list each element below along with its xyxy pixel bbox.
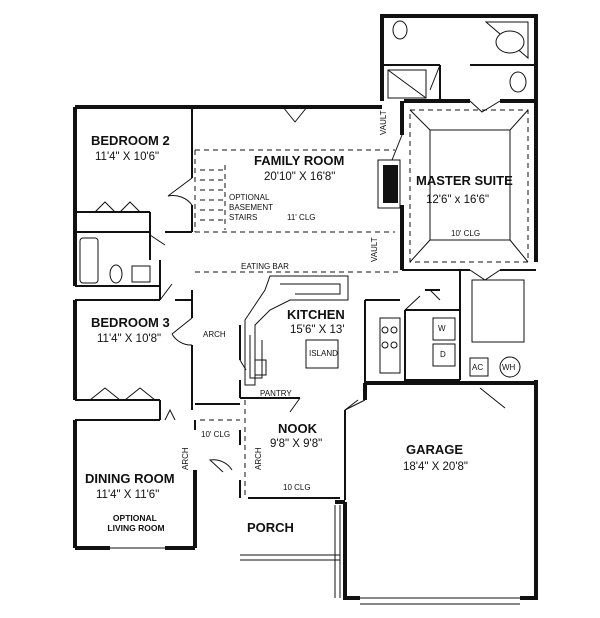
clg-10-master-note: 10' CLG	[451, 229, 480, 238]
vault-family-note: VAULT	[379, 110, 388, 135]
stairs-note: STAIRS	[229, 213, 257, 222]
island-note: ISLAND	[309, 349, 338, 358]
bedroom3-dims: 11'4" X 10'8"	[97, 333, 161, 345]
porch-name: PORCH	[247, 520, 294, 535]
ceiling-lines	[194, 109, 529, 498]
interior-walls	[75, 64, 536, 500]
arch-nook-note: ARCH	[254, 447, 263, 470]
washer	[432, 317, 456, 341]
bath-fixtures	[79, 20, 529, 343]
optional-living-line1: OPTIONAL	[113, 513, 157, 523]
eating-bar-note: EATING BAR	[241, 262, 289, 271]
dining-room-dims: 11'4" X 11'6"	[96, 489, 159, 501]
master-suite-dims: 12'6" x 16'6"	[426, 194, 489, 206]
kitchen-counters	[244, 275, 401, 386]
doors	[110, 64, 501, 549]
family-room-name: FAMILY ROOM	[254, 153, 344, 168]
closet-doors	[89, 201, 176, 421]
clg-11-note: 11' CLG	[287, 213, 316, 222]
washer-label: W	[438, 324, 446, 333]
nook-name: NOOK	[278, 421, 318, 436]
fireplace-hearth-icon	[377, 159, 401, 209]
water-heater	[499, 356, 521, 378]
vault-master-note: VAULT	[370, 237, 379, 262]
ac-label: AC	[472, 363, 483, 372]
master-suite-name: MASTER SUITE	[416, 173, 513, 188]
garage-dims: 18'4" X 20'8"	[403, 461, 468, 473]
kitchen-name: KITCHEN	[287, 307, 345, 322]
optional-living-room-note: OPTIONAL LIVING ROOM	[107, 513, 164, 533]
exterior-walls	[73, 14, 538, 600]
bedroom3-name: BEDROOM 3	[91, 315, 170, 330]
kitchen-dims: 15'6" X 13'	[290, 324, 345, 336]
arch-dining-note: ARCH	[181, 447, 190, 470]
clg-10-hall-note: 10' CLG	[201, 430, 230, 439]
pantry-note: PANTRY	[260, 389, 292, 398]
bedroom2-dims: 11'4" X 10'6"	[95, 151, 159, 163]
porch-details	[240, 505, 341, 598]
basement-stairs	[200, 165, 226, 230]
garage-name: GARAGE	[406, 442, 463, 457]
optional-living-line2: LIVING ROOM	[107, 523, 164, 533]
family-room-dims: 20'10" X 16'8"	[264, 171, 335, 183]
wh-label: WH	[502, 363, 516, 372]
dryer-label: D	[440, 350, 446, 359]
ac-unit	[469, 357, 489, 377]
nook-dims: 9'8" X 9'8"	[270, 438, 322, 450]
clg-10-nook-note: 10 CLG	[283, 483, 311, 492]
bedroom2-name: BEDROOM 2	[91, 133, 170, 148]
optional-note: OPTIONAL	[229, 193, 270, 202]
kitchen-island	[305, 339, 339, 369]
basement-note: BASEMENT	[229, 203, 273, 212]
arch-bed3-note: ARCH	[203, 330, 226, 339]
dryer	[432, 343, 456, 367]
dining-room-name: DINING ROOM	[85, 471, 175, 486]
fireplace-icon	[383, 165, 398, 203]
